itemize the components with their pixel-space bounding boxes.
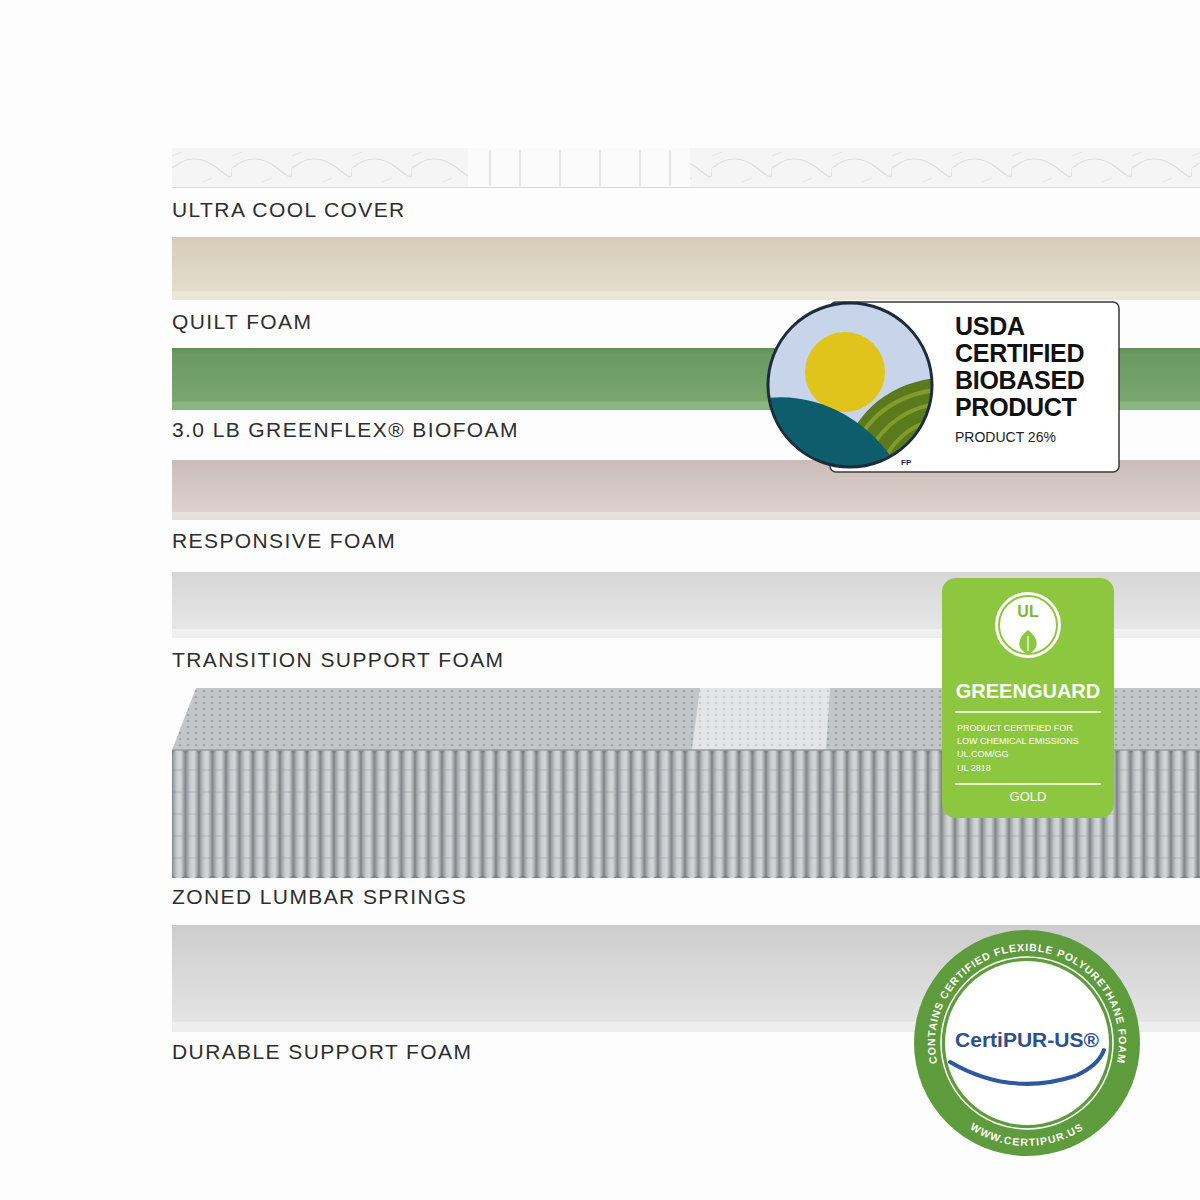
badge-title: GREENGUARD: [942, 679, 1114, 703]
badge-title: USDA CERTIFIED BIOBASED PRODUCT: [955, 313, 1105, 421]
greenguard-badge-art: [942, 578, 1114, 818]
cover-layer: [172, 148, 1200, 188]
badge-note: UL.COM/GG: [957, 748, 1099, 761]
certification-badge: CONTAINS CERTIFIED FLEXIBLE POLYURETHANE…: [914, 930, 1140, 1156]
certification-badge: USDA CERTIFIED BIOBASED PRODUCT PRODUCT 2…: [765, 300, 1121, 474]
mattress-layer: ZONED LUMBAR SPRINGS: [172, 688, 1200, 878]
layer-label: TRANSITION SUPPORT FOAM: [172, 648, 504, 672]
badge-grade: GOLD: [942, 789, 1114, 805]
layer-label: ULTRA COOL COVER: [172, 198, 406, 222]
logo-text: UL: [942, 603, 1114, 621]
usda-badge-art: [766, 302, 1119, 472]
layer-label: RESPONSIVE FOAM: [172, 529, 396, 553]
quilt-foam-layer: [172, 237, 1200, 300]
badge-note: UL 2818: [957, 762, 1099, 775]
mattress-layer: QUILT FOAM: [172, 237, 1200, 300]
mattress-layer: TRANSITION SUPPORT FOAM: [172, 572, 1200, 638]
mattress-layer: ULTRA COOL COVER: [172, 150, 1200, 187]
certification-badge: UL GREENGUARD PRODUCT CERTIFIED FOR LOW CH…: [942, 578, 1114, 818]
layer-label: DURABLE SUPPORT FOAM: [172, 1040, 472, 1064]
badge-logo-text: CertiPUR-US®: [914, 1027, 1140, 1053]
badge-mark: FP: [901, 458, 911, 468]
badge-note: PRODUCT 26%: [955, 428, 1056, 446]
certipur-badge-art: [914, 930, 1140, 1156]
layer-label: 3.0 LB GREENFLEX® BIOFOAM: [172, 418, 519, 442]
badge-note: PRODUCT CERTIFIED FOR LOW CHEMICAL EMISS…: [957, 722, 1089, 748]
ring-text: WWW.CERTIPUR.US: [968, 1120, 1085, 1148]
layer-label: QUILT FOAM: [172, 310, 312, 334]
mattress-layer: DURABLE SUPPORT FOAM: [172, 925, 1200, 1032]
mattress-layer: RESPONSIVE FOAM: [172, 460, 1200, 520]
layer-label: ZONED LUMBAR SPRINGS: [172, 885, 467, 909]
